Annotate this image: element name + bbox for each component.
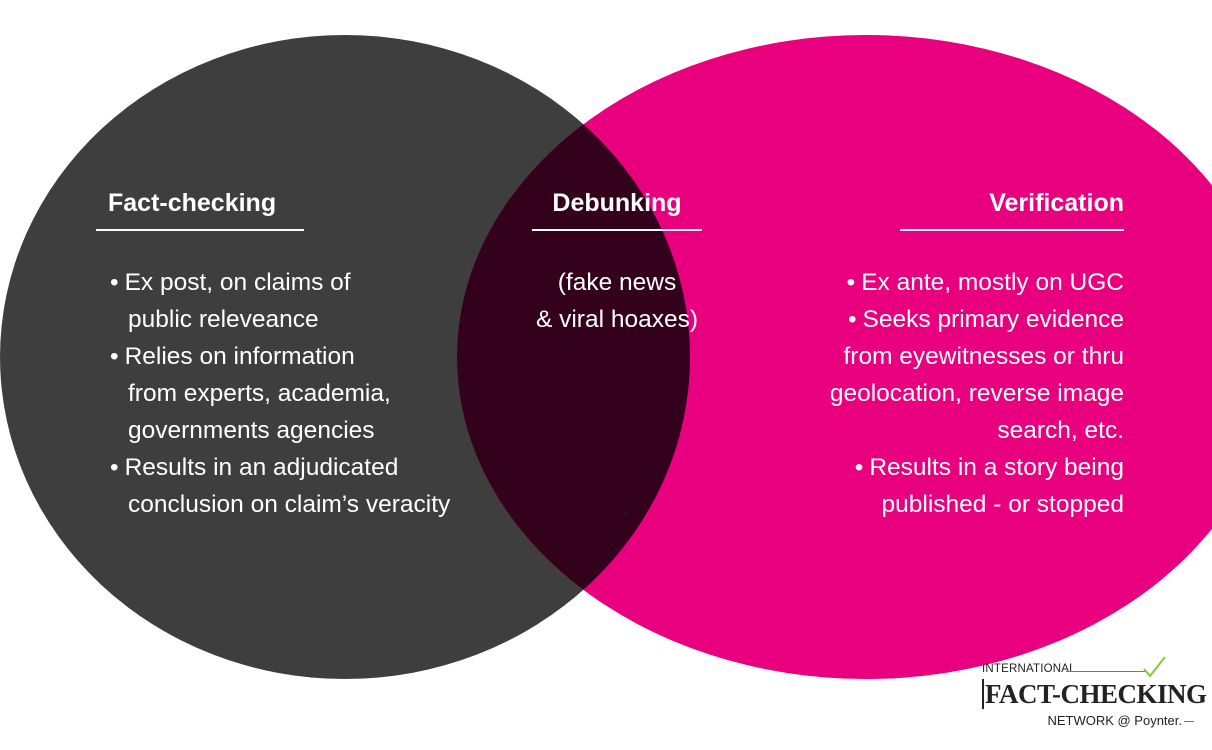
- verification-item: Seeks primary evidence: [830, 301, 1124, 338]
- verification-list: Ex ante, mostly on UGC Seeks primary evi…: [830, 264, 1124, 523]
- checkmark-icon: [1143, 656, 1166, 678]
- fact-checking-item-cont: from experts, academia,: [128, 380, 391, 407]
- debunking-underline: [532, 229, 702, 231]
- debunking-line: & viral hoaxes): [535, 306, 699, 333]
- logo-main-text: FACT-CHECKING: [985, 679, 1207, 709]
- ifcn-logo: INTERNATIONAL FACT-CHECKING NETWORK @ Po…: [982, 655, 1207, 747]
- fact-checking-underline: [96, 229, 304, 231]
- fact-checking-item-cont: governments agencies: [128, 417, 375, 444]
- verification-underline: [900, 229, 1124, 231]
- fact-checking-heading: Fact-checking: [108, 189, 277, 217]
- logo-bottom-rule: [1184, 721, 1194, 722]
- fact-checking-item: Results in an adjudicated: [110, 449, 450, 486]
- debunking-heading: Debunking: [552, 189, 682, 217]
- debunking-text: (fake news & viral hoaxes): [517, 264, 717, 338]
- logo-top-text: INTERNATIONAL: [982, 663, 1076, 675]
- logo-top-rule: [1066, 671, 1146, 672]
- verification-item-cont: from eyewitnesses or thru: [843, 343, 1125, 370]
- fact-checking-item-cont: conclusion on claim’s veracity: [128, 491, 451, 518]
- verification-heading: Verification: [989, 189, 1124, 217]
- verification-item: Results in a story being: [830, 449, 1124, 486]
- fact-checking-list: Ex post, on claims of public releveance …: [110, 264, 451, 523]
- debunking-line: (fake news: [557, 269, 677, 296]
- verification-item-cont: geolocation, reverse image: [829, 380, 1124, 407]
- fact-checking-item-cont: public releveance: [128, 306, 319, 333]
- logo-bottom-text: NETWORK @ Poynter.: [1047, 713, 1182, 728]
- verification-item-cont: search, etc.: [997, 417, 1124, 444]
- fact-checking-item: Ex post, on claims of: [110, 264, 450, 301]
- logo-bar: [982, 679, 984, 709]
- fact-checking-item: Relies on information: [110, 338, 450, 375]
- verification-item-cont: published - or stopped: [881, 491, 1124, 518]
- verification-circle: [457, 35, 1212, 679]
- verification-item: Ex ante, mostly on UGC: [830, 264, 1124, 301]
